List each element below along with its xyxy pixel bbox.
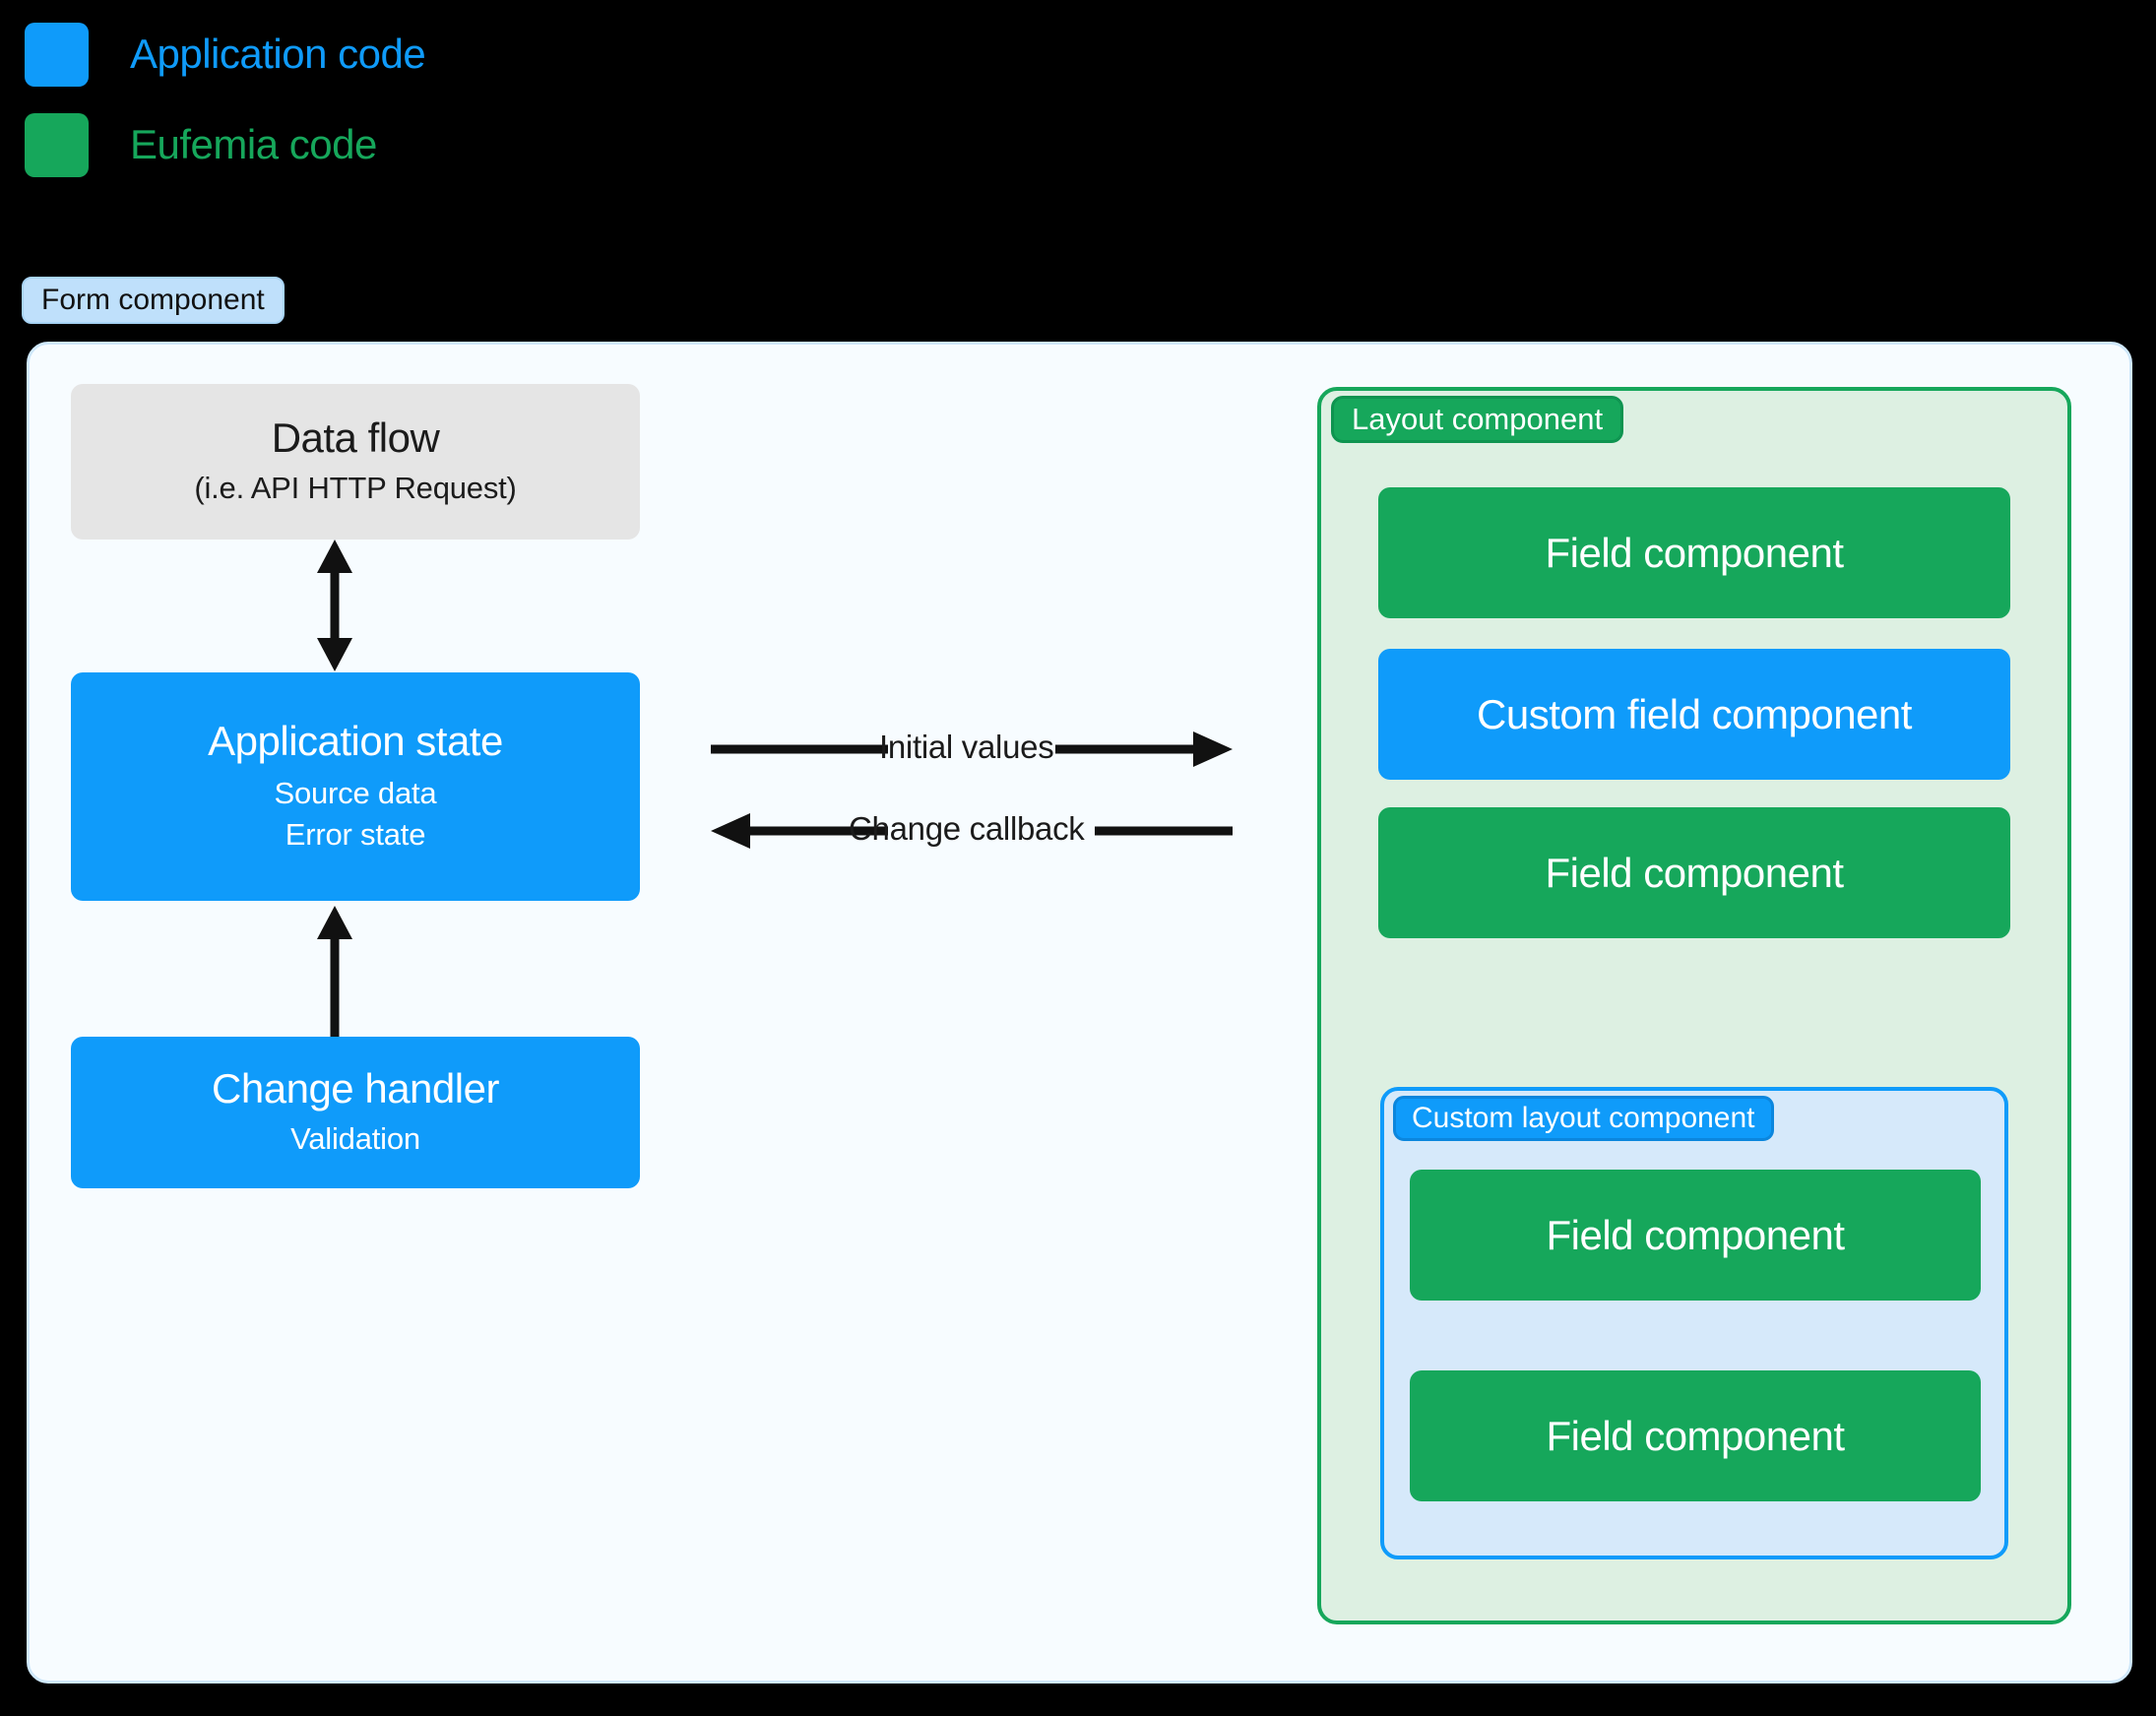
flow-label-initial-values: Initial values [879,729,1054,765]
field-component-1: Field component [1378,487,2010,618]
arrow-data-flow-application-state-icon [317,540,352,671]
application-state-error-state: Error state [285,817,426,853]
custom-layout-component-badge: Custom layout component [1393,1096,1774,1141]
legend-item-application-code: Application code [25,22,714,87]
form-component-badge: Form component [22,277,285,324]
application-state-title: Application state [208,718,503,764]
field-component-2: Field component [1378,807,2010,938]
flow-label-change-callback: Change callback [849,810,1085,847]
data-flow-box: Data flow (i.e. API HTTP Request) [71,384,640,540]
application-state-box: Application state Source data Error stat… [71,672,640,901]
arrow-change-handler-application-state-icon [317,906,352,1037]
change-handler-validation: Validation [290,1121,420,1157]
arrow-initial-values-icon [711,731,1233,767]
change-handler-title: Change handler [212,1064,499,1112]
custom-field-component: Custom field component [1378,649,2010,780]
legend-swatch-green-icon [25,112,89,177]
nested-field-component-2: Field component [1410,1370,1981,1501]
legend-swatch-blue-icon [25,22,89,87]
application-state-source-data: Source data [274,776,437,811]
legend-label-eufemia-code: Eufemia code [130,121,377,167]
data-flow-subtitle: (i.e. API HTTP Request) [194,471,517,506]
change-handler-box: Change handler Validation [71,1037,640,1188]
legend-item-eufemia-code: Eufemia code [25,112,714,177]
layout-component-badge: Layout component [1331,396,1624,443]
arrow-change-callback-icon [711,813,1233,849]
legend: Application code Eufemia code [25,22,714,203]
nested-field-component-1: Field component [1410,1170,1981,1301]
data-flow-title: Data flow [271,413,440,461]
legend-label-application-code: Application code [130,31,426,77]
